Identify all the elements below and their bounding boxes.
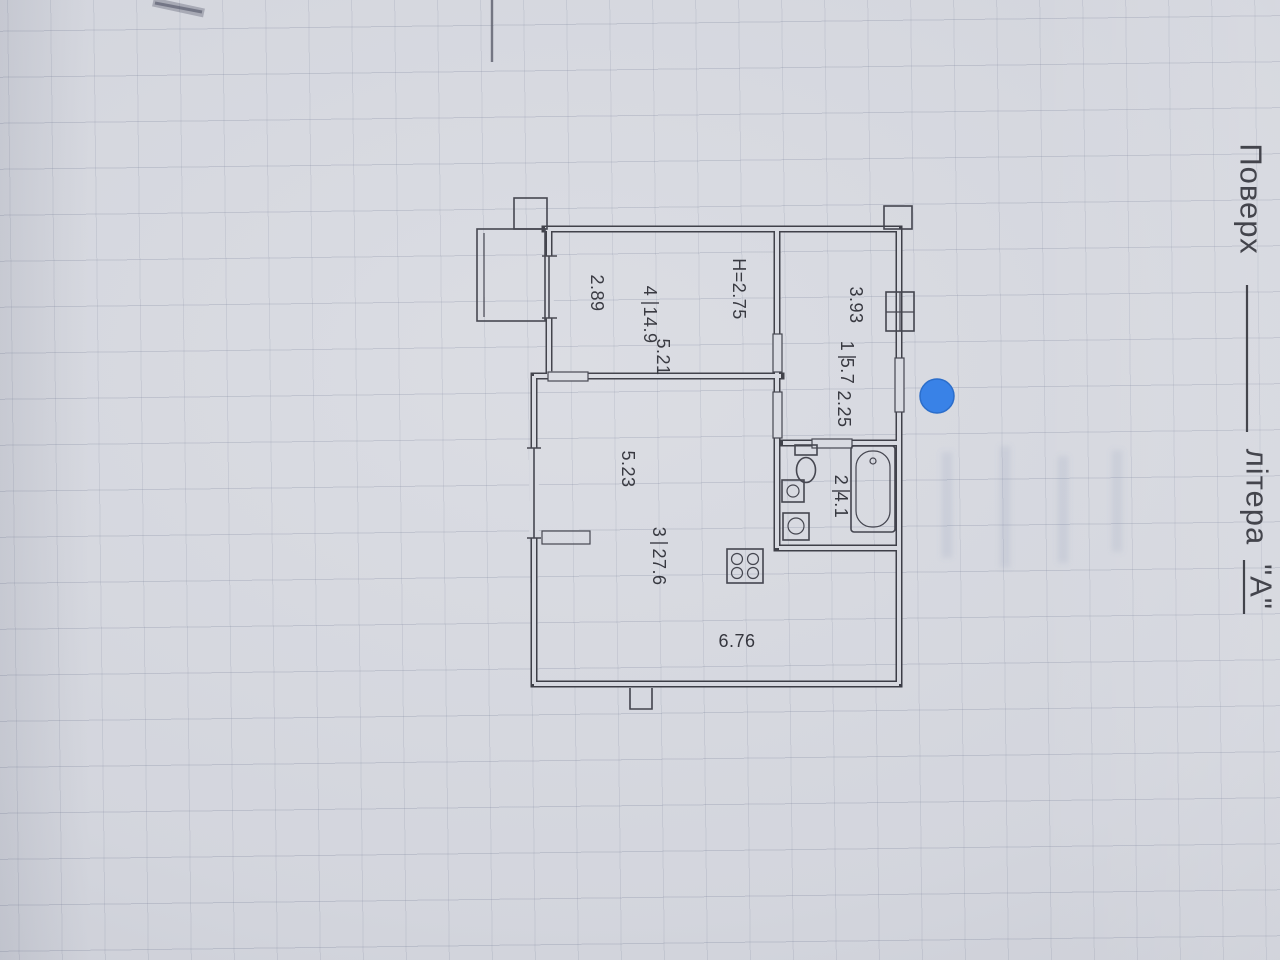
- entrance-door: [894, 357, 905, 413]
- room1-number: 1: [837, 341, 857, 352]
- margin-form: Поверх літера "А": [1234, 143, 1279, 614]
- sink-icon: [781, 479, 805, 503]
- paper-artifacts: [152, 0, 494, 62]
- dim-room3-width: 5.23: [618, 450, 638, 487]
- bottom-wall-notch: [629, 688, 653, 710]
- floor-label: Поверх: [1234, 143, 1269, 254]
- opening-details: [527, 255, 905, 545]
- bathtub-icon: [850, 445, 896, 533]
- dim-room4-width: 2.89: [587, 274, 607, 311]
- dim-room4-length: 5.21: [653, 338, 673, 375]
- vent-shaft-top-right: [883, 205, 913, 230]
- room4-area: 14.9: [640, 306, 660, 343]
- dim-room3-length: 6.76: [718, 631, 755, 651]
- toilet-icon: [794, 444, 818, 484]
- faint-pencil-marks: [941, 446, 1123, 568]
- door-room4-hall: [772, 333, 783, 373]
- stove-icon: [726, 548, 764, 584]
- litera-label: літера: [1240, 449, 1275, 546]
- fixtures: [726, 444, 896, 584]
- room2-number: 2: [831, 475, 851, 486]
- room4-number: 4: [640, 286, 660, 297]
- room-labels: 4 14.9 1 5.7 2 4.1 3 27.6: [640, 286, 857, 586]
- dim-hall-width: 2.25: [834, 390, 854, 427]
- room3-number: 3: [649, 527, 669, 538]
- blue-location-marker: [919, 378, 955, 414]
- dimension-labels: 2.89 5.21 H=2.75 3.93 2.25 5.23 6.76: [587, 258, 866, 651]
- room1-area: 5.7: [837, 358, 857, 385]
- ceiling-height-note: H=2.75: [729, 258, 749, 320]
- vent-box-right-wall: [885, 291, 915, 332]
- balcony: [476, 228, 546, 322]
- radiator: [541, 530, 591, 545]
- dim-hall-length: 3.93: [846, 286, 866, 323]
- vent-shaft-top-left: [513, 197, 548, 230]
- paper-smudge-core: [154, 1, 203, 14]
- shafts: [476, 197, 915, 710]
- opening-room3-hall: [772, 391, 783, 439]
- room3-area: 27.6: [649, 548, 669, 585]
- washing-machine-icon: [782, 512, 810, 541]
- door-room4-room3: [547, 371, 589, 382]
- door-bathroom: [811, 438, 853, 449]
- litera-value: "А": [1244, 564, 1279, 610]
- room2-area: 4.1: [831, 492, 851, 519]
